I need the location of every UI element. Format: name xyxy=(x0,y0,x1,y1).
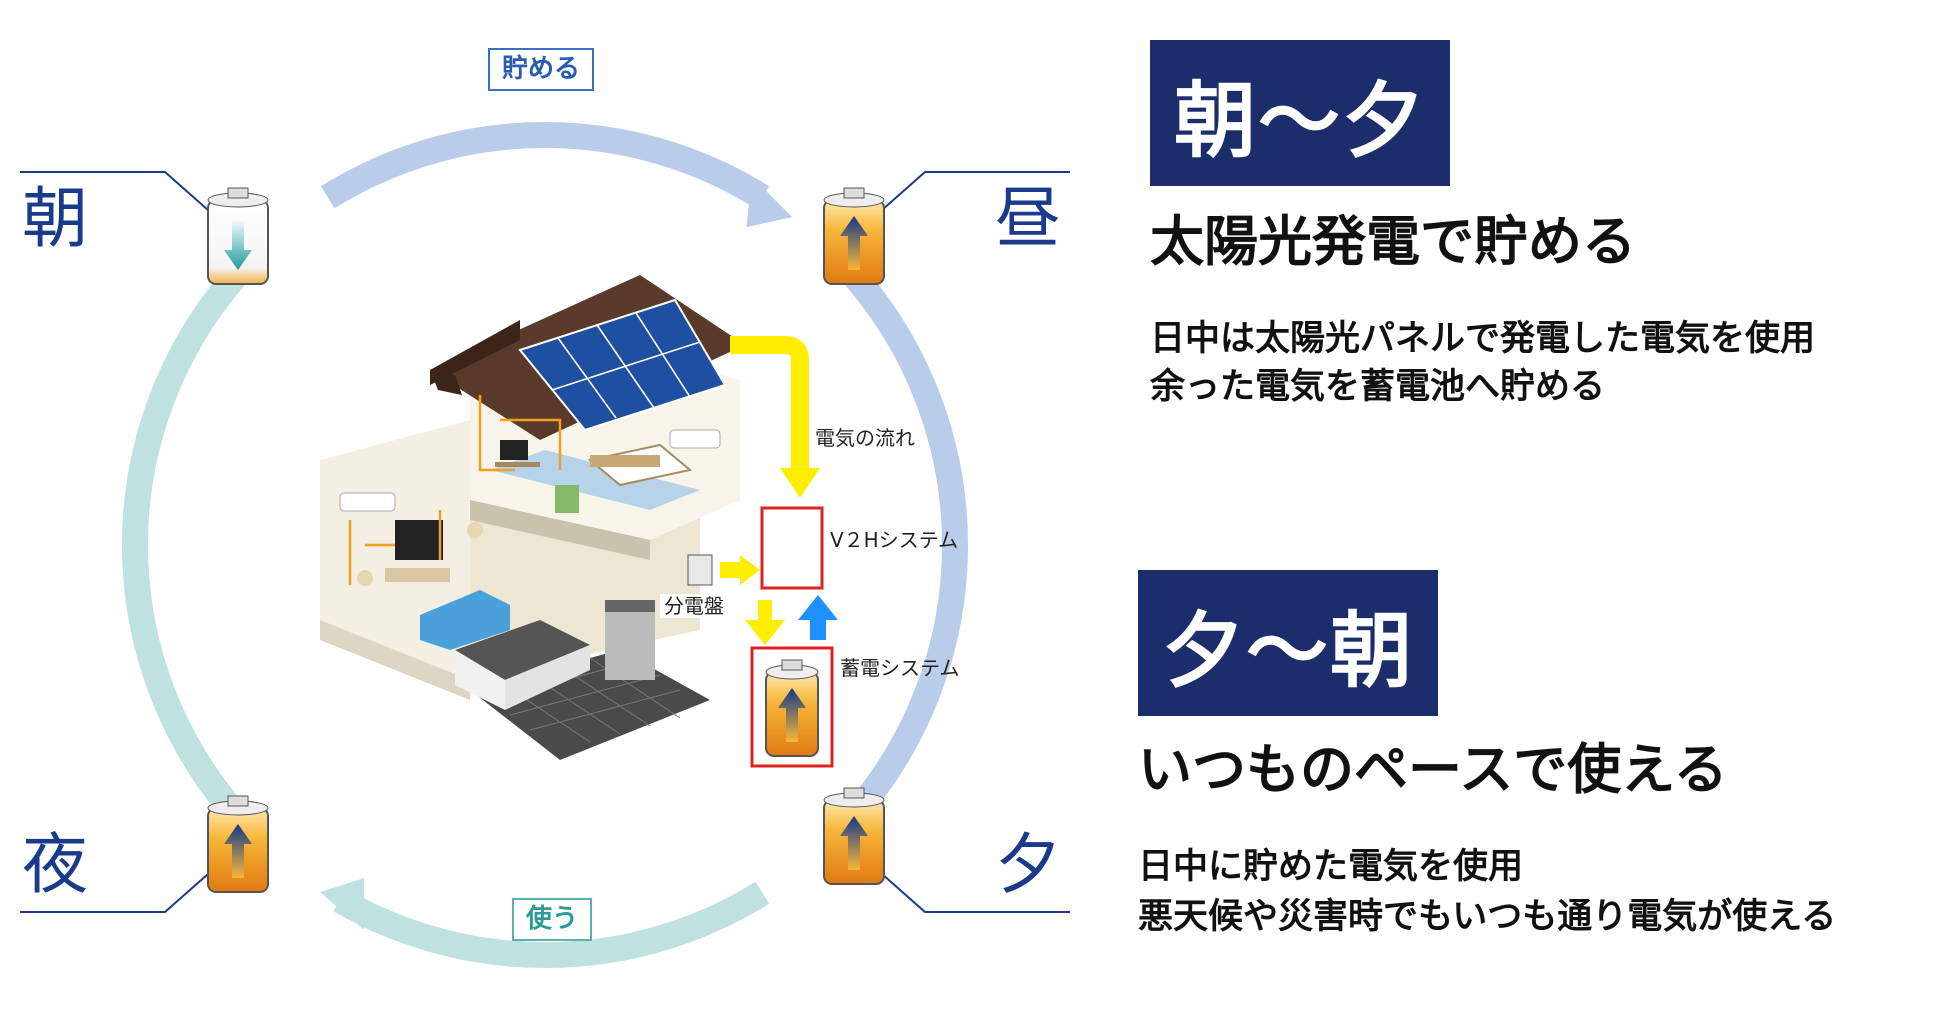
storage-label: 蓄電システム xyxy=(840,656,960,680)
noon-label: 昼 xyxy=(995,180,1061,257)
label-leader-lines xyxy=(20,171,1070,913)
battery-storage-icon xyxy=(765,659,819,757)
use-arrowhead xyxy=(320,878,364,931)
v2h-box xyxy=(760,506,824,590)
daytime-line2: 余った電気を蓄電池へ貯める xyxy=(1150,367,1606,407)
store-callout: 貯める xyxy=(488,48,595,92)
nighttime-line1: 日中に貯めた電気を使用 xyxy=(1138,847,1524,887)
store-arc xyxy=(320,122,968,845)
daytime-line1: 日中は太陽光パネルで発電した電気を使用 xyxy=(1150,319,1816,359)
morning-label: 朝 xyxy=(22,180,88,257)
flow-label: 電気の流れ xyxy=(815,426,915,450)
battery-morning-icon xyxy=(207,187,269,285)
evening-label: 夕 xyxy=(995,826,1061,903)
use-arc xyxy=(122,261,770,968)
night-label: 夜 xyxy=(22,826,88,903)
use-callout: 使う xyxy=(512,898,593,942)
nighttime-line2: 悪天候や災害時でもいつも通り電気が使える xyxy=(1138,897,1837,937)
batteries-layer xyxy=(207,187,885,893)
battery-evening-icon xyxy=(823,787,885,885)
battery-night-icon xyxy=(207,795,269,893)
nighttime-badge: 夕〜朝 xyxy=(1138,570,1438,716)
flow-arrows xyxy=(720,336,838,645)
v2h-label: V２Hシステム xyxy=(830,528,959,552)
battery-noon-icon xyxy=(823,187,885,285)
cycle-arc-segment xyxy=(320,122,770,209)
energy-cycle-diagram: 朝 昼 夜 夕 貯める 使う 電気の流れ V２Hシステム 分電盤 蓄電システム xyxy=(20,48,1070,968)
cycle-svg xyxy=(20,122,1070,968)
daytime-badge: 朝〜夕 xyxy=(1150,40,1450,186)
cycle-arc-segment xyxy=(333,881,770,968)
cycle-arc-segment xyxy=(122,261,265,845)
panel-label: 分電盤 xyxy=(660,594,728,618)
cycle-arc-segment xyxy=(825,251,968,845)
store-arrowhead xyxy=(746,177,793,228)
nighttime-heading: いつものペースで使える xyxy=(1138,738,1728,801)
daytime-heading: 太陽光発電で貯める xyxy=(1150,210,1636,273)
house-illustration xyxy=(320,275,745,760)
